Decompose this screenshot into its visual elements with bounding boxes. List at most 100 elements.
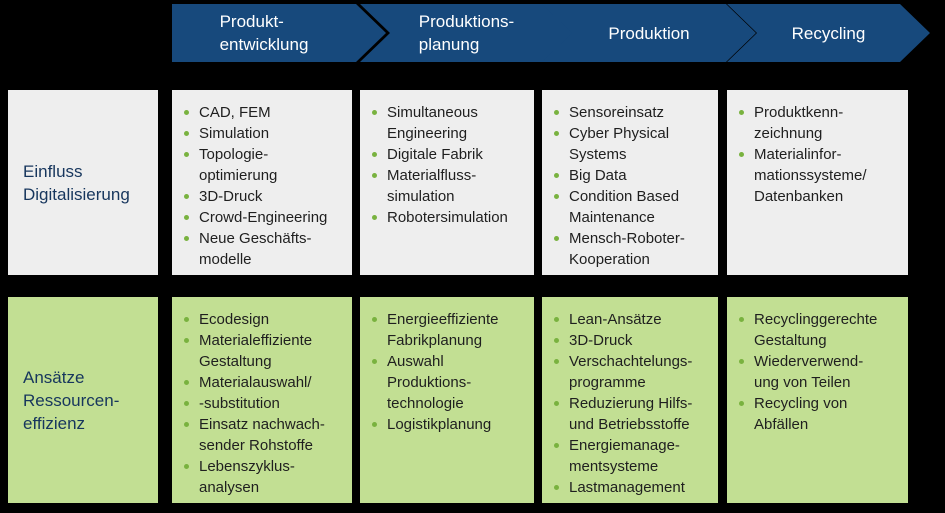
list-item-text: Crowd-Engineering xyxy=(199,209,328,226)
list-item: Energieeffiziente Fabrikplanung xyxy=(370,309,530,351)
list-item-text: 3D-Druck xyxy=(569,332,633,349)
list-item: Lebenszyklus- analysen xyxy=(182,456,348,498)
list-item: Materialeffiziente Gestaltung xyxy=(182,330,348,372)
bullet-list: Ecodesign Materialeffiziente Gestaltung … xyxy=(172,297,352,498)
list-item: Recycling von Abfällen xyxy=(737,393,904,435)
bullet-icon xyxy=(372,215,377,220)
stage-arrow-recycling: Recycling xyxy=(727,4,930,62)
list-item: Lastmanagement xyxy=(552,477,714,498)
bullet-icon xyxy=(554,110,559,115)
list-item-text: Lastmanagement xyxy=(569,479,685,496)
bullet-icon xyxy=(554,317,559,322)
bullet-icon xyxy=(184,236,189,241)
list-item-text: Condition Based Maintenance xyxy=(569,188,680,226)
list-item: Cyber Physical Systems xyxy=(552,123,714,165)
bullet-icon xyxy=(739,317,744,322)
bullet-icon xyxy=(184,422,189,427)
bullet-list: Sensoreinsatz Cyber Physical Systems Big… xyxy=(542,90,718,270)
list-item-text: CAD, FEM xyxy=(199,104,271,121)
list-item: Neue Geschäfts- modelle xyxy=(182,228,348,270)
list-item-text: 3D-Druck xyxy=(199,188,263,205)
list-item-text: Materialfluss- simulation xyxy=(387,167,477,205)
list-item: Robotersimulation xyxy=(370,207,530,228)
list-item-text: Materialauswahl/ xyxy=(199,374,312,391)
list-item: 3D-Druck xyxy=(552,330,714,351)
stage-arrow-label: Recycling xyxy=(791,23,866,43)
cell-digitalisierung-produktentwicklung: CAD, FEM Simulation Topologie- optimieru… xyxy=(172,90,352,275)
list-item: Logistikplanung xyxy=(370,414,530,435)
list-item: Produktkenn- zeichnung xyxy=(737,102,904,144)
list-item: Topologie- optimierung xyxy=(182,144,348,186)
bullet-icon xyxy=(554,194,559,199)
bullet-list: Produktkenn- zeichnung Materialinfor- ma… xyxy=(727,90,908,207)
list-item: Big Data xyxy=(552,165,714,186)
bullet-icon xyxy=(184,131,189,136)
cell-ressourcen-produktionsplanung: Energieeffiziente Fabrikplanung Auswahl … xyxy=(360,297,534,503)
list-item: Condition Based Maintenance xyxy=(552,186,714,228)
list-item-text: Wiederverwend- ung von Teilen xyxy=(754,353,864,391)
bullet-icon xyxy=(184,380,189,385)
bullet-icon xyxy=(739,110,744,115)
bullet-icon xyxy=(554,236,559,241)
stage-arrow-produktion: Produktion xyxy=(542,4,756,62)
bullet-icon xyxy=(554,131,559,136)
list-item-text: Neue Geschäfts- modelle xyxy=(199,230,312,268)
bullet-list: Recyclinggerechte Gestaltung Wiederverwe… xyxy=(727,297,908,435)
bullet-icon xyxy=(372,422,377,427)
cell-ressourcen-recycling: Recyclinggerechte Gestaltung Wiederverwe… xyxy=(727,297,908,503)
list-item-text: Produktkenn- zeichnung xyxy=(754,104,844,142)
bullet-icon xyxy=(554,401,559,406)
list-item: Digitale Fabrik xyxy=(370,144,530,165)
list-item: Simultaneous Engineering xyxy=(370,102,530,144)
list-item-text: Energieeffiziente Fabrikplanung xyxy=(387,311,499,349)
list-item: CAD, FEM xyxy=(182,102,348,123)
stage-arrow-produktentwicklung: Produkt- entwicklung xyxy=(172,4,386,62)
list-item-text: Simultaneous Engineering xyxy=(387,104,478,142)
list-item-text: Mensch-Roboter- Kooperation xyxy=(569,230,685,268)
stage-arrow-produktionsplanung: Produktions- planung xyxy=(360,4,573,62)
list-item: Materialinfor- mationssysteme/ Datenbank… xyxy=(737,144,904,207)
list-item: Simulation xyxy=(182,123,348,144)
list-item-text: Recycling von Abfällen xyxy=(754,395,848,433)
list-item: Sensoreinsatz xyxy=(552,102,714,123)
list-item-text: Digitale Fabrik xyxy=(387,146,483,163)
bullet-icon xyxy=(184,194,189,199)
bullet-icon xyxy=(184,215,189,220)
list-item: Verschachtelungs- programme xyxy=(552,351,714,393)
bullet-icon xyxy=(184,110,189,115)
bullet-list: CAD, FEM Simulation Topologie- optimieru… xyxy=(172,90,352,270)
list-item-text: Verschachtelungs- programme xyxy=(569,353,693,391)
list-item-text: Einsatz nachwach- sender Rohstoffe xyxy=(199,416,325,454)
list-item: Einsatz nachwach- sender Rohstoffe xyxy=(182,414,348,456)
cell-digitalisierung-recycling: Produktkenn- zeichnung Materialinfor- ma… xyxy=(727,90,908,275)
list-item: Lean-Ansätze xyxy=(552,309,714,330)
cell-digitalisierung-produktion: Sensoreinsatz Cyber Physical Systems Big… xyxy=(542,90,718,275)
bullet-icon xyxy=(184,317,189,322)
row-label-text: Einfluss Digitalisierung xyxy=(23,161,130,204)
list-item-text: Logistikplanung xyxy=(387,416,492,433)
list-item: 3D-Druck xyxy=(182,186,348,207)
bullet-icon xyxy=(372,152,377,157)
list-item: Wiederverwend- ung von Teilen xyxy=(737,351,904,393)
bullet-icon xyxy=(554,359,559,364)
row-label-ansaetze-ressourceneffizienz: Ansätze Ressourcen- effizienz xyxy=(8,297,158,503)
bullet-icon xyxy=(554,443,559,448)
list-item-text: -substitution xyxy=(199,395,280,412)
bullet-icon xyxy=(554,485,559,490)
stage-arrow-label: Produktion xyxy=(608,23,690,43)
list-item: Energiemanage- mentsysteme xyxy=(552,435,714,477)
bullet-list: Lean-Ansätze 3D-Druck Verschachtelungs- … xyxy=(542,297,718,498)
bullet-icon xyxy=(739,359,744,364)
stage-arrow-label: Produktions- planung xyxy=(418,12,515,54)
list-item: Ecodesign xyxy=(182,309,348,330)
list-item: Materialfluss- simulation xyxy=(370,165,530,207)
bullet-icon xyxy=(184,464,189,469)
list-item-text: Materialeffiziente Gestaltung xyxy=(199,332,313,370)
bullet-list: Simultaneous Engineering Digitale Fabrik… xyxy=(360,90,534,228)
list-item-text: Reduzierung Hilfs- und Betriebsstoffe xyxy=(569,395,693,433)
list-item: Mensch-Roboter- Kooperation xyxy=(552,228,714,270)
list-item-text: Lean-Ansätze xyxy=(569,311,662,328)
bullet-icon xyxy=(372,173,377,178)
list-item-text: Simulation xyxy=(199,125,270,142)
bullet-icon xyxy=(372,110,377,115)
